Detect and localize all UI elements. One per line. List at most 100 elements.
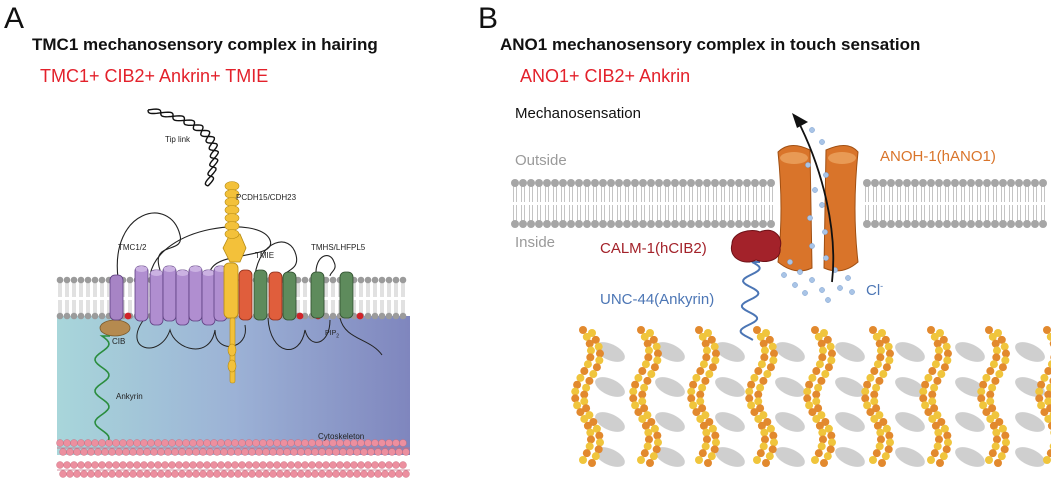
panel-b-subtitle: ANO1+ CIB2+ Ankrin — [520, 66, 691, 86]
actin-bead — [702, 346, 711, 355]
actin-bead — [641, 360, 650, 369]
panel-b-title: ANO1 mechanosensory complex in touch sen… — [500, 35, 921, 54]
tmc-label: TMC1/2 — [118, 243, 147, 252]
actin-bead — [1046, 383, 1051, 392]
actin-bead — [653, 349, 662, 358]
spectrin-unit — [1015, 412, 1045, 432]
actin-bead — [595, 438, 604, 447]
actin-bead — [582, 332, 591, 341]
actin-bead — [878, 459, 886, 467]
actin-bead — [882, 424, 891, 433]
actin-bead — [573, 401, 582, 410]
actin-bead — [696, 397, 705, 406]
spectrin-unit — [1015, 447, 1045, 467]
actin-bead — [595, 431, 604, 440]
actin-bead — [594, 342, 603, 351]
actin-bead — [943, 349, 952, 358]
actin-bead — [985, 326, 993, 334]
lipid-head — [959, 179, 967, 187]
tmc-helix-top — [163, 266, 176, 272]
actin-bead — [650, 363, 659, 372]
cytoskeleton-filaments — [56, 439, 410, 478]
lipid-head — [126, 276, 134, 284]
actin-bead — [1001, 438, 1010, 447]
actin-bead — [805, 401, 814, 410]
actin-bead — [692, 373, 701, 382]
actin-bead — [820, 459, 828, 467]
chloride-ion — [819, 139, 825, 145]
actin-bead — [988, 449, 997, 458]
lipid-head — [631, 179, 639, 187]
actin-bead — [881, 335, 890, 344]
actin-bead — [649, 335, 658, 344]
actin-bead — [586, 346, 595, 355]
lipid-head — [364, 276, 372, 284]
actin-bead — [760, 346, 769, 355]
actin-bead — [919, 387, 928, 396]
tmhs-loop — [315, 255, 336, 277]
lipid-head — [983, 220, 991, 228]
pcdh-label: PCDH15/CDH23 — [236, 193, 297, 202]
lipid-head — [647, 220, 655, 228]
spectrin-unit — [835, 447, 865, 467]
lipid-head — [98, 276, 106, 284]
actin-bead — [939, 452, 948, 461]
actin-bead — [588, 459, 596, 467]
lipid-head — [919, 179, 927, 187]
chloride-ion — [797, 269, 803, 275]
actin-bead — [653, 438, 662, 447]
spectrin-unit — [955, 412, 985, 432]
lipid-head — [567, 179, 575, 187]
spectrin-unit — [595, 377, 625, 397]
actin-bead — [826, 445, 835, 454]
actin-bead — [580, 367, 589, 376]
tmc-helices — [134, 265, 228, 326]
actin-bead — [814, 383, 823, 392]
lipid-head — [77, 312, 85, 320]
actin-bead — [579, 326, 587, 334]
lipid-head — [615, 179, 623, 187]
lipid-head — [863, 220, 871, 228]
actin-bead — [824, 363, 833, 372]
actin-bead — [701, 376, 710, 385]
actin-bead — [754, 397, 763, 406]
actin-bead — [589, 370, 598, 379]
actin-bead — [704, 459, 712, 467]
lipid-head — [927, 220, 935, 228]
actin-bead — [711, 349, 720, 358]
actin-bead — [885, 356, 894, 365]
chloride-ion — [819, 202, 825, 208]
actin-bead — [992, 353, 1001, 362]
unc44-label: UNC-44(Ankyrin) — [600, 291, 715, 308]
lipid-head — [98, 312, 106, 320]
actin-bead — [933, 442, 942, 451]
actin-bead — [637, 456, 645, 464]
actin-bead — [866, 408, 875, 417]
inside-label: Inside — [515, 234, 556, 251]
calm1-label: CALM-1(hCIB2) — [600, 240, 707, 257]
actin-bead — [986, 390, 995, 399]
actin-bead — [866, 373, 875, 382]
pcdh15-protein — [222, 233, 247, 384]
actin-bead — [698, 332, 707, 341]
actin-bead — [571, 394, 580, 403]
lipid-head — [567, 220, 575, 228]
lipid-head — [695, 179, 703, 187]
actin-bead — [998, 424, 1007, 433]
lipid-head — [887, 220, 895, 228]
lipid-head — [1023, 179, 1031, 187]
spectrin-unit — [895, 412, 925, 432]
actin-bead — [747, 401, 756, 410]
lipid-head — [301, 276, 309, 284]
chloride-ions — [781, 127, 855, 303]
lipid-head — [975, 179, 983, 187]
actin-bead — [765, 335, 774, 344]
lipid-head — [329, 276, 337, 284]
chloride-label: Cl- — [866, 281, 884, 299]
actin-bead — [1001, 356, 1010, 365]
lipid-head — [943, 220, 951, 228]
actin-bead — [803, 394, 812, 403]
pcdh-ectodomain — [224, 181, 240, 239]
lipid-head — [735, 179, 743, 187]
actin-bead — [988, 404, 997, 413]
